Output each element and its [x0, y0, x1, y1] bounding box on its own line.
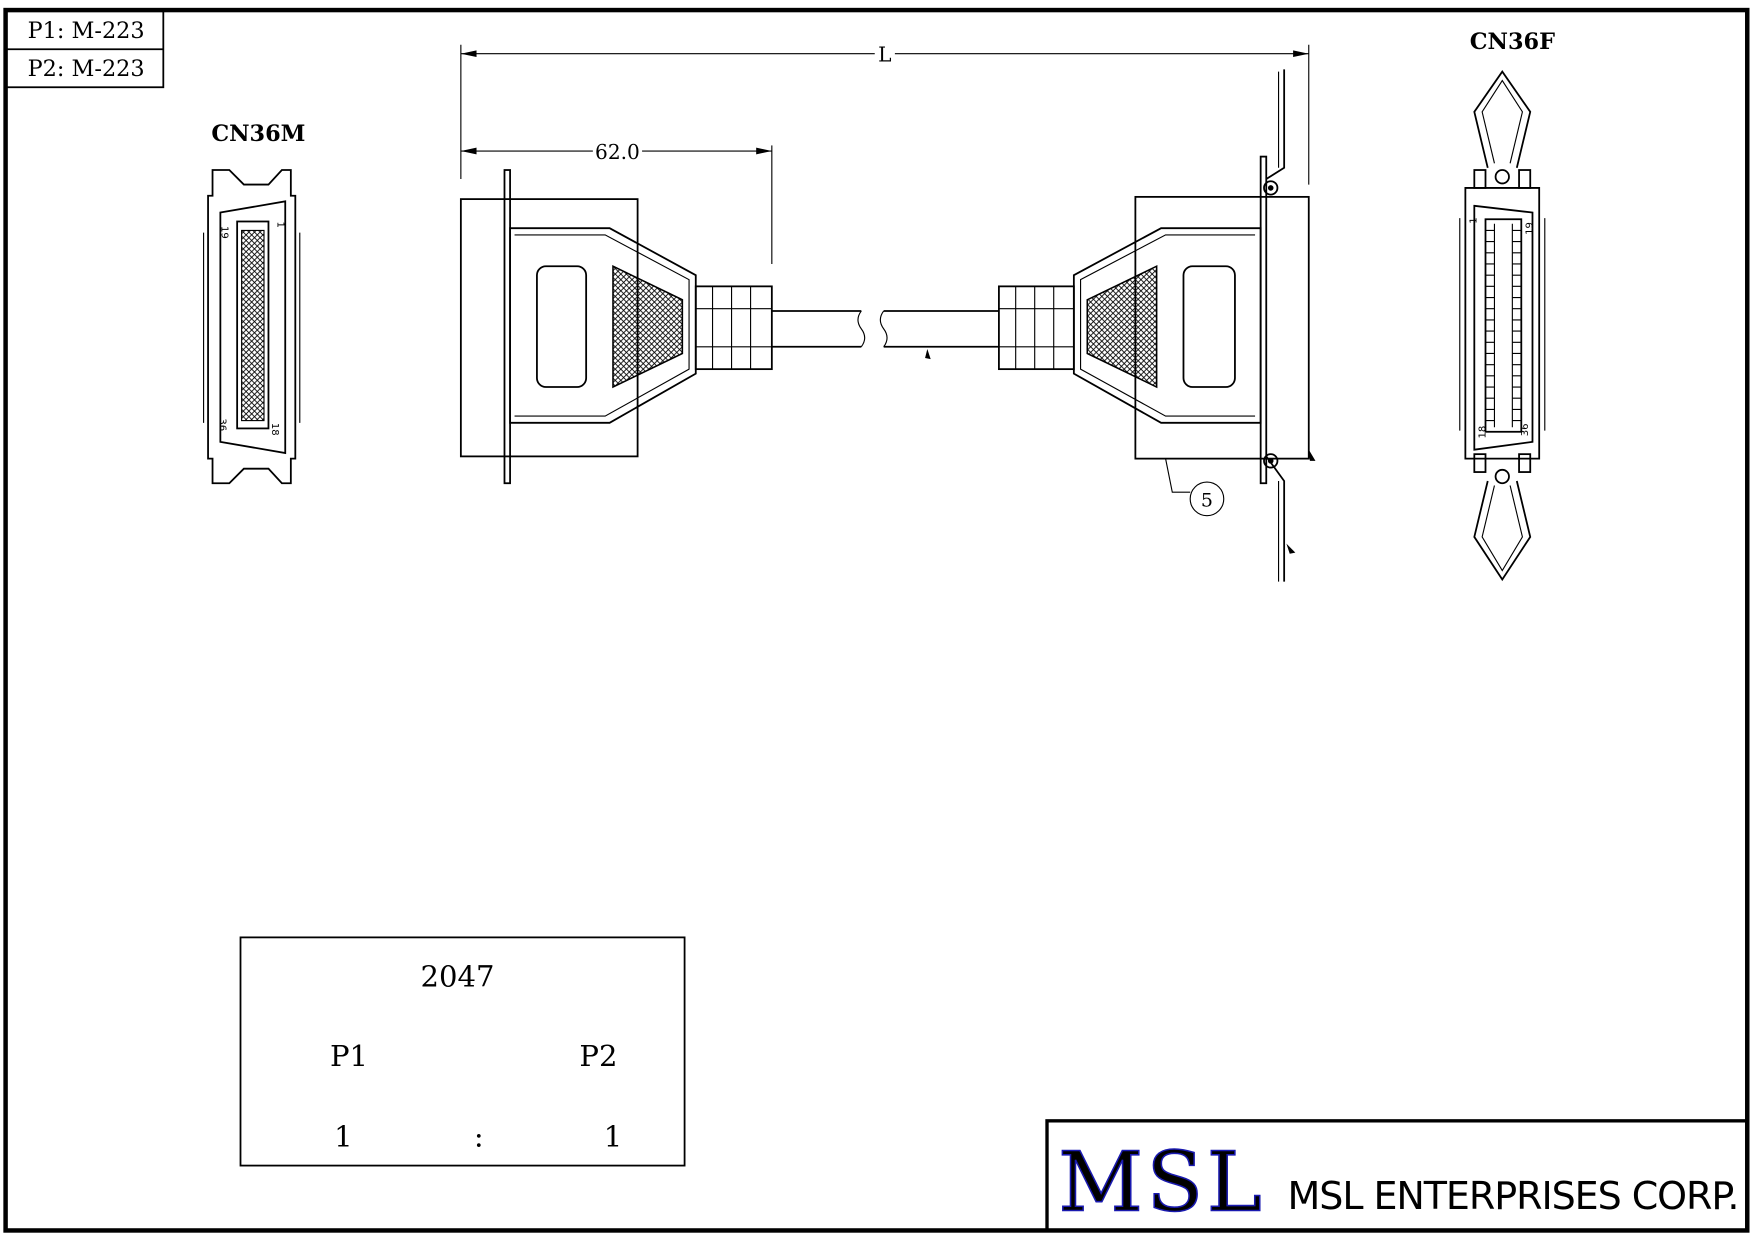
company-name: MSL ENTERPRISES CORP.: [1288, 1174, 1740, 1218]
connector-length-label: 62.0: [595, 140, 640, 164]
wiring-table: 2047 P1 P2 1 : 1: [239, 936, 686, 1167]
wiring-col-p1: P1: [330, 1039, 368, 1073]
cn36m-pin-19: 19: [218, 226, 229, 239]
cn36f-pin-18: 18: [1478, 426, 1489, 439]
wiring-part-number: 2047: [420, 960, 494, 994]
cn36f-pin-1: 1: [1469, 217, 1480, 223]
wiring-p2-pin: 1: [604, 1120, 623, 1154]
part-label-box: P1: M-223 P2: M-223: [4, 10, 165, 89]
drawing-border: [3, 7, 1750, 1233]
item-balloon: [1189, 481, 1225, 517]
dimension-connector-length: 62.0: [460, 140, 773, 264]
p1-connector-side-view: [459, 169, 866, 485]
cn36m-pin-1: 1: [274, 221, 285, 227]
cn36f-pin-36: 36: [1520, 423, 1531, 436]
wiring-col-p2: P2: [579, 1039, 617, 1073]
cn36f-face-view: CN36F 1 19 18 36: [1459, 29, 1555, 582]
cn36f-label: CN36F: [1470, 29, 1555, 55]
cn36f-pin-19: 19: [1524, 222, 1535, 235]
title-block: MSL MSL ENTERPRISES CORP.: [1045, 1119, 1749, 1233]
cn36m-pin-18: 18: [269, 423, 280, 436]
cn36m-face-view: CN36M 1 19 18 36: [203, 121, 305, 485]
dimension-overall-length: L: [460, 43, 1310, 185]
wiring-separator: :: [474, 1120, 484, 1154]
msl-logo: MSL: [1058, 1133, 1262, 1230]
wiring-p1-pin: 1: [334, 1120, 353, 1154]
cn36m-label: CN36M: [211, 121, 305, 147]
item-balloon-number: 5: [1201, 490, 1213, 512]
cn36m-pin-36: 36: [216, 418, 227, 431]
p2-connector-side-view: 5: [879, 69, 1316, 582]
overall-length-label: L: [878, 43, 891, 67]
p1-part-label: P1: M-223: [28, 18, 145, 44]
p2-part-label: P2: M-223: [28, 56, 145, 82]
